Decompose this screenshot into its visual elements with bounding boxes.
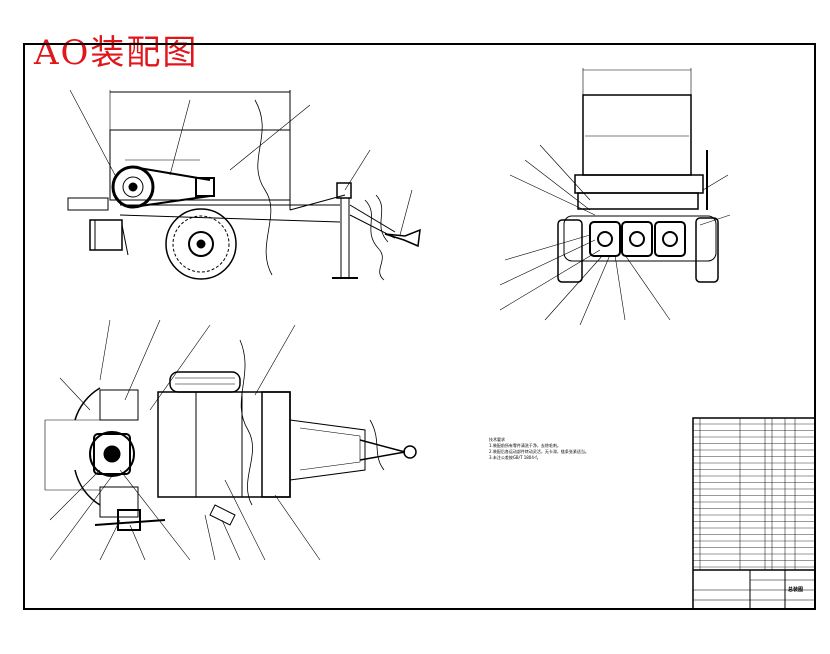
notes-heading: 技术要求	[489, 437, 505, 442]
parts-list-rows	[693, 423, 815, 568]
top-view	[44, 319, 417, 561]
title-block-label: 总装图	[788, 587, 804, 593]
side-view	[67, 89, 421, 281]
drawing-title: AO装配图	[34, 33, 199, 73]
notes-line: 3.未注公差按GB/T 1804-f。	[489, 455, 541, 460]
rear-view	[499, 68, 731, 326]
notes-line: 2.装配后各运动部件转动灵活，无卡滞，链条张紧适当。	[489, 449, 589, 454]
technical-notes: 技术要求 1.装配前所有零件清洗干净，去除毛刺。 2.装配后各运动部件转动灵活，…	[489, 437, 589, 461]
notes-line: 1.装配前所有零件清洗干净，去除毛刺。	[489, 443, 561, 448]
sheet-frame	[23, 43, 816, 610]
parts-list	[692, 417, 816, 610]
